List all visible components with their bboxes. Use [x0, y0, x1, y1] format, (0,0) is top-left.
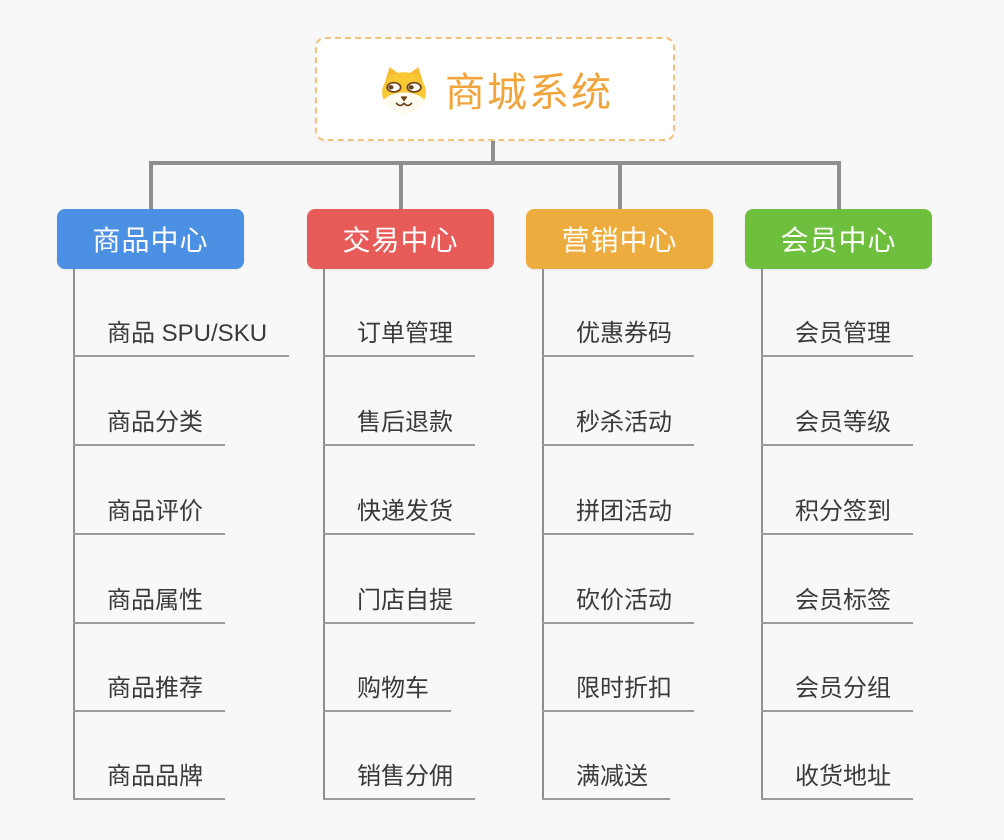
- topic-item[interactable]: 会员标签: [761, 580, 913, 624]
- topic-item[interactable]: 订单管理: [323, 313, 475, 357]
- branch-node-product-center[interactable]: 商品中心: [57, 209, 244, 269]
- shiba-dog-icon: [382, 67, 426, 113]
- branch-node-member-center[interactable]: 会员中心: [745, 209, 932, 269]
- topic-item[interactable]: 快递发货: [323, 491, 475, 535]
- topic-item[interactable]: 优惠券码: [542, 313, 694, 357]
- topic-item[interactable]: 销售分佣: [323, 756, 475, 800]
- drop-connector-member-center: [836, 161, 841, 209]
- drop-connector-marketing-center: [617, 161, 622, 209]
- topic-item[interactable]: 商品 SPU/SKU: [73, 313, 290, 357]
- topic-item[interactable]: 商品品牌: [73, 756, 225, 800]
- topic-item[interactable]: 商品分类: [73, 402, 225, 446]
- topic-item[interactable]: 积分签到: [761, 491, 913, 535]
- topic-item[interactable]: 会员管理: [761, 313, 913, 357]
- drop-connector-product-center: [148, 161, 153, 209]
- topic-item[interactable]: 满减送: [542, 756, 670, 800]
- branch-node-marketing-center[interactable]: 营销中心: [526, 209, 713, 269]
- topic-item[interactable]: 会员等级: [761, 402, 913, 446]
- topic-item[interactable]: 售后退款: [323, 402, 475, 446]
- topic-item[interactable]: 限时折扣: [542, 668, 694, 712]
- topic-item[interactable]: 秒杀活动: [542, 402, 694, 446]
- drop-connector-trade-center: [398, 161, 403, 209]
- topic-item[interactable]: 拼团活动: [542, 491, 694, 535]
- root-title: 商城系统: [445, 71, 613, 115]
- topic-item[interactable]: 会员分组: [761, 668, 913, 712]
- topic-item[interactable]: 商品评价: [73, 491, 225, 535]
- root-node[interactable]: 商城系统: [315, 37, 675, 141]
- topic-item[interactable]: 商品推荐: [73, 668, 225, 712]
- branch-node-trade-center[interactable]: 交易中心: [307, 209, 494, 269]
- topic-item[interactable]: 购物车: [323, 668, 451, 712]
- topic-item[interactable]: 商品属性: [73, 580, 225, 624]
- root-stem-connector: [491, 139, 495, 165]
- topic-item[interactable]: 砍价活动: [542, 580, 694, 624]
- bus-connector: [148, 161, 841, 165]
- topic-item[interactable]: 收货地址: [761, 756, 913, 800]
- topic-item[interactable]: 门店自提: [323, 580, 475, 624]
